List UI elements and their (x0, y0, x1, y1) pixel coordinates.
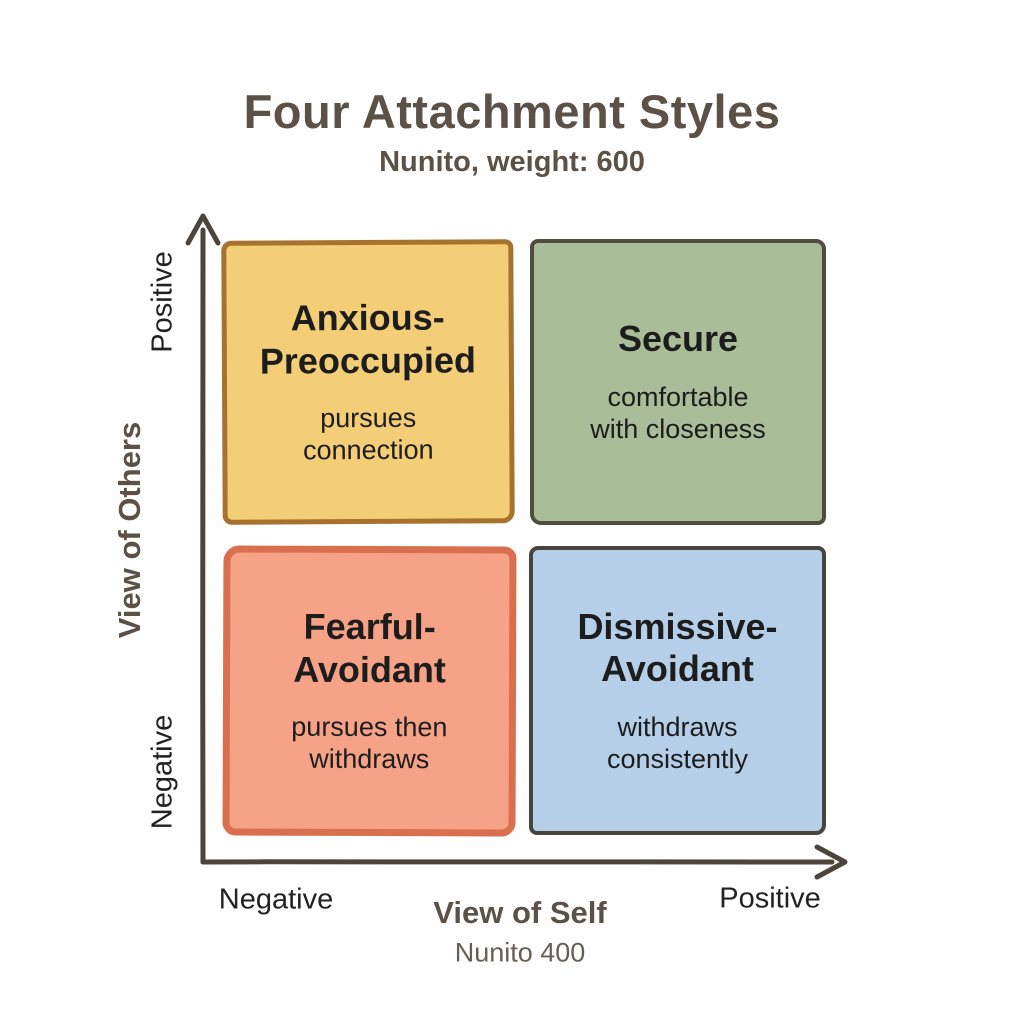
quadrant-fearful-avoidant: Fearful- Avoidant pursues then withdraws (222, 545, 517, 837)
quadrant-secure: Secure comfortable with closeness (530, 239, 826, 525)
quadrant-description: pursues then withdraws (291, 711, 448, 775)
x-axis-positive-tick: Positive (719, 882, 821, 915)
x-axis-negative-tick: Negative (218, 883, 334, 916)
quadrant-dismissive-avoidant: Dismissive- Avoidant withdraws consisten… (529, 546, 826, 835)
y-axis-arrowhead-icon (185, 213, 221, 246)
y-axis-positive-tick: Positive (146, 251, 179, 353)
y-axis-negative-tick: Negative (146, 714, 179, 830)
quadrant-title: Secure (617, 318, 739, 360)
quadrant-anxious-preoccupied: Anxious- Preoccupied pursues connection (221, 239, 515, 525)
quadrant-title: Anxious- Preoccupied (259, 296, 477, 382)
x-axis-arrowhead-icon (814, 844, 848, 880)
x-axis-subtitle: Nunito 400 (454, 937, 586, 968)
quadrant-title: Dismissive- Avoidant (577, 605, 778, 690)
y-axis-title: View of Others (112, 421, 147, 639)
y-axis-line (200, 227, 206, 865)
quadrant-description: comfortable with closeness (590, 381, 766, 445)
quadrant-description: pursues connection (302, 402, 434, 466)
x-axis-title: View of Self (433, 895, 607, 930)
quadrant-title: Fearful- Avoidant (293, 605, 446, 690)
x-axis-line (200, 859, 835, 865)
page-subtitle: Nunito, weight: 600 (379, 146, 645, 178)
page-title: Four Attachment Styles (243, 85, 781, 138)
quadrant-description: withdraws consistently (606, 711, 749, 774)
